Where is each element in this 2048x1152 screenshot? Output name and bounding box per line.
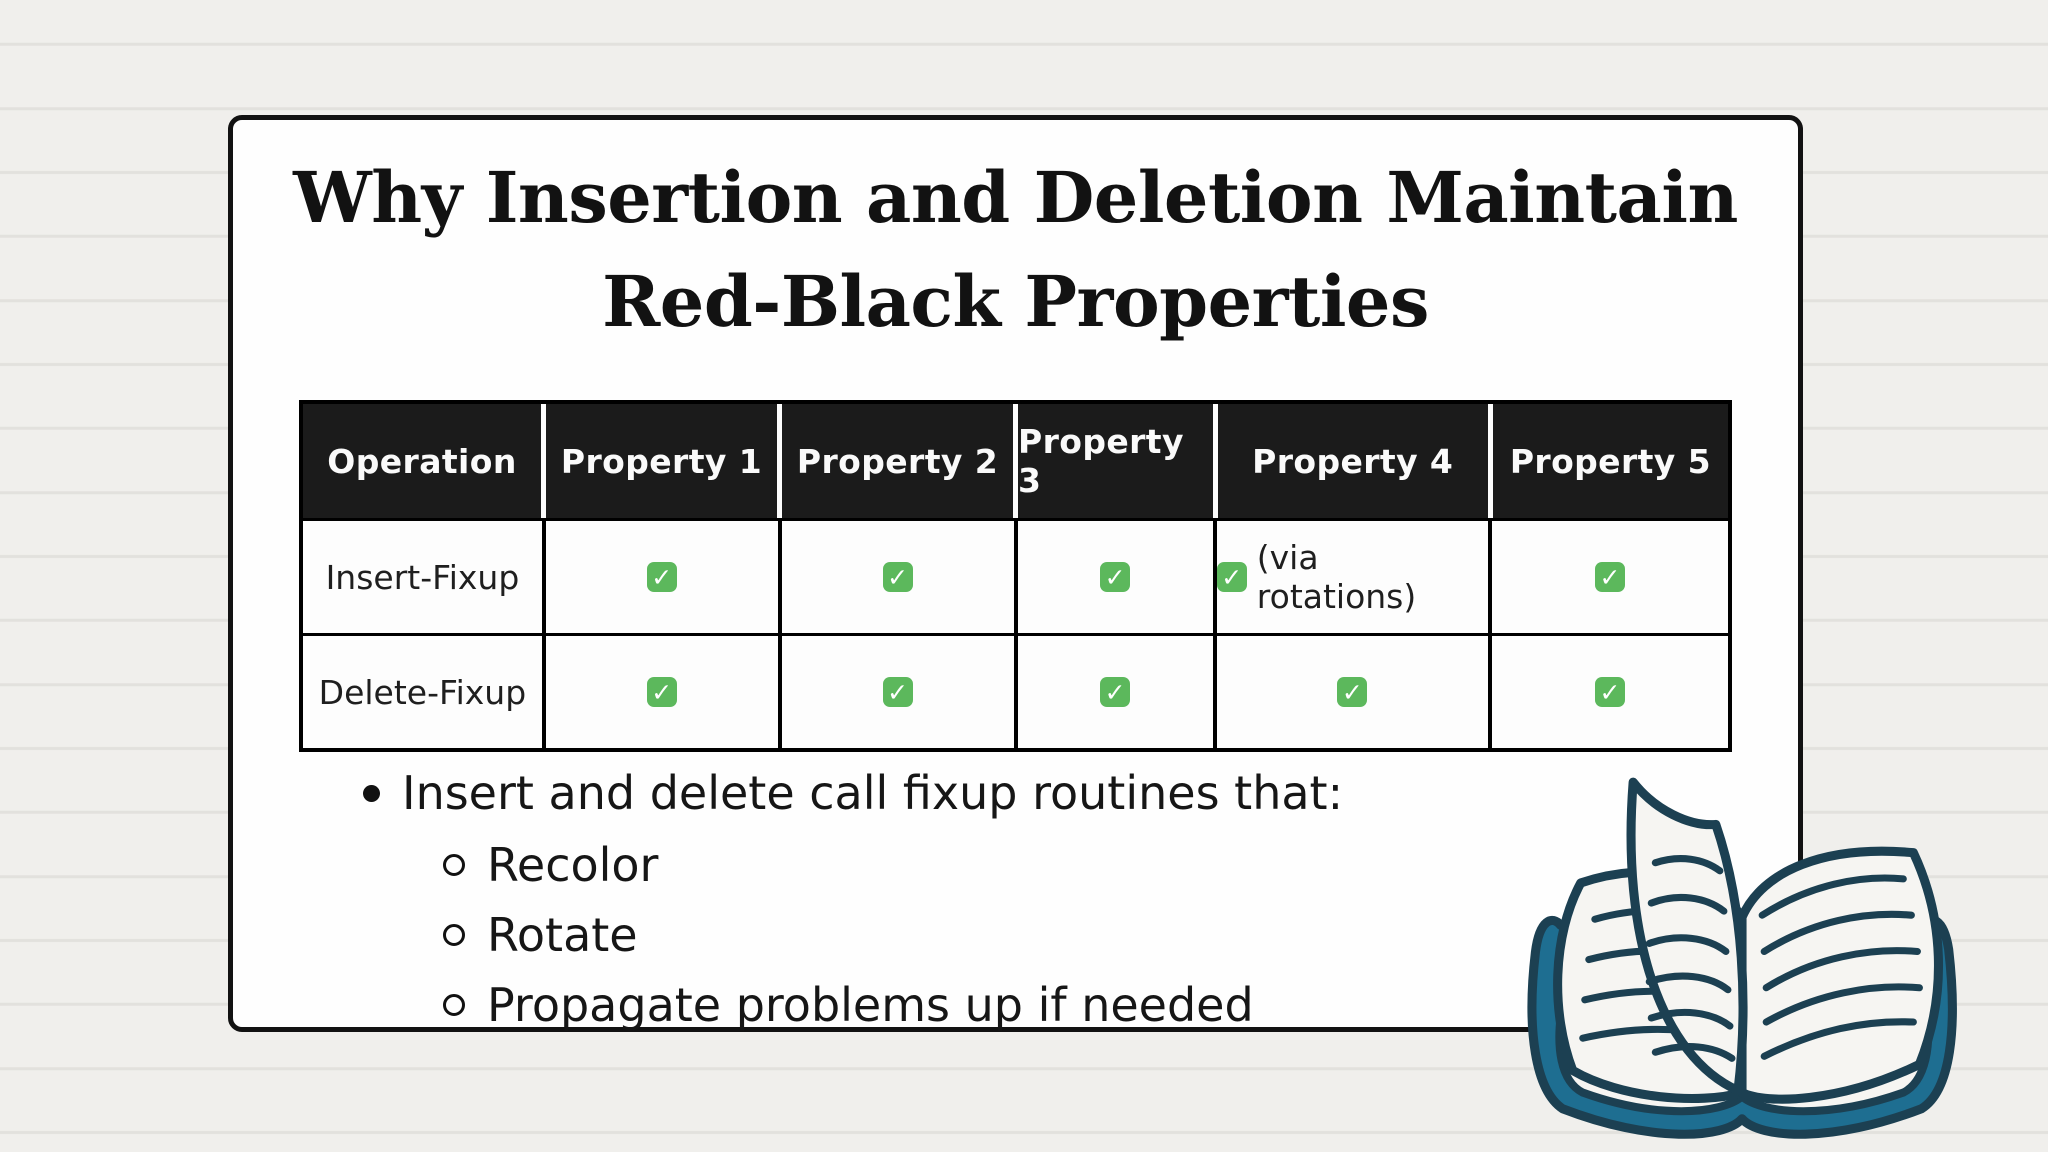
- table-cell: [545, 521, 778, 633]
- check-icon: [1594, 677, 1625, 707]
- bullet-main-text: Insert and delete call fixup routines th…: [402, 766, 1344, 820]
- check-icon: [1594, 562, 1625, 592]
- bullet-dot-icon: [363, 784, 380, 802]
- table-cell: [1491, 521, 1728, 633]
- table-cell: [545, 636, 778, 748]
- table-row-insert-fixup: Insert-Fixup (via rotations): [303, 521, 1728, 633]
- bullet-circle-icon: [443, 994, 465, 1016]
- bullet-item-propagate: Propagate problems up if needed: [443, 970, 1798, 1040]
- title-line-1: Why Insertion and Deletion Maintain: [293, 156, 1738, 239]
- bullet-sub-text: Recolor: [487, 838, 659, 892]
- table-cell: [781, 521, 1014, 633]
- bullet-item-recolor: Recolor: [443, 830, 1798, 900]
- bullet-item-rotate: Rotate: [443, 900, 1798, 970]
- check-icon: [882, 677, 913, 707]
- bullet-circle-icon: [443, 854, 465, 876]
- table-header-property-3: Property 3: [1018, 404, 1213, 518]
- table-cell: [1017, 521, 1213, 633]
- table-cell: [781, 636, 1014, 748]
- table-cell: [1491, 636, 1728, 748]
- properties-table: Operation Property 1 Property 2 Property…: [299, 400, 1732, 752]
- table-row-delete-fixup: Delete-Fixup: [303, 636, 1728, 748]
- table-cell: [1017, 636, 1213, 748]
- title-line-2: Red-Black Properties: [602, 260, 1429, 343]
- bullet-sub-text: Rotate: [487, 908, 638, 962]
- table-header-property-2: Property 2: [782, 404, 1013, 518]
- slide-card: Why Insertion and Deletion Maintain Red-…: [228, 115, 1803, 1032]
- bullet-sub-text: Propagate problems up if needed: [487, 978, 1254, 1032]
- table-header-property-4: Property 4: [1217, 404, 1488, 518]
- table-cell: [1216, 636, 1488, 748]
- operation-cell: Delete-Fixup: [303, 636, 542, 748]
- bullet-item-main: Insert and delete call fixup routines th…: [363, 756, 1798, 830]
- check-icon: [1216, 562, 1247, 592]
- check-icon: [646, 562, 677, 592]
- table-header-property-1: Property 1: [546, 404, 777, 518]
- slide-title: Why Insertion and Deletion Maintain Red-…: [233, 146, 1798, 354]
- check-icon: [646, 677, 677, 707]
- bullet-circle-icon: [443, 924, 465, 946]
- open-book-illustration: [1502, 766, 1976, 1144]
- bullet-list: Insert and delete call fixup routines th…: [363, 756, 1798, 1040]
- table-header-property-5: Property 5: [1492, 404, 1728, 518]
- check-icon: [1100, 562, 1131, 592]
- check-icon: [1100, 677, 1131, 707]
- operation-cell: Insert-Fixup: [303, 521, 542, 633]
- check-icon: [1337, 677, 1368, 707]
- table-header-operation: Operation: [303, 404, 541, 518]
- check-icon: [882, 562, 913, 592]
- table-cell-via-rotations: (via rotations): [1216, 521, 1488, 633]
- table-header-row: Operation Property 1 Property 2 Property…: [303, 404, 1728, 518]
